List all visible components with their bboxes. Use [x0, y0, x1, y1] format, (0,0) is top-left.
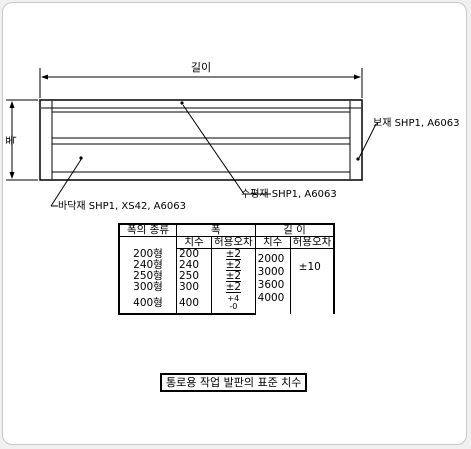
- header-length: 길 이: [254, 223, 336, 237]
- header-length-tolerance: 허용오차: [289, 236, 336, 249]
- row-type: 300형: [118, 282, 177, 293]
- header-width-tolerance: 허용오차: [211, 236, 256, 249]
- length-label: 길이: [191, 61, 211, 74]
- plank-body: [39, 99, 363, 181]
- header-type-spacer: [118, 236, 177, 249]
- length-value: 3000: [257, 266, 285, 278]
- header-width: 폭: [176, 223, 256, 237]
- table-row: 250형 250 ±2: [118, 271, 334, 282]
- length-value: 3600: [257, 279, 285, 291]
- table-row: 240형 240 ±2: [118, 260, 334, 271]
- table-row: 400형 400 +4 -0: [118, 293, 334, 315]
- header-width-dimension: 치수: [176, 236, 212, 249]
- row-width: 300: [176, 282, 212, 293]
- horizontal-member-dot: [180, 101, 184, 105]
- floor-material-label: 바닥재 SHP1, XS42, A6063: [58, 200, 186, 212]
- length-dimension: [39, 68, 363, 98]
- floor-member-dot: [79, 156, 83, 160]
- width-dimension: [6, 99, 38, 181]
- table-row: 200형 200 ±2 2000 3000 3600 4000 ±10: [118, 248, 336, 314]
- row-tolerance: ±2: [211, 260, 256, 271]
- row-width: 200: [176, 248, 212, 260]
- row-width: 250: [176, 271, 212, 282]
- standard-dimension-table: 폭의 종류 폭 길 이 치수 허용오차 치수 허용오차 200형 200 ±2 …: [118, 223, 336, 315]
- row-tolerance: +4 -0: [211, 293, 256, 315]
- leader-lines: [50, 104, 378, 207]
- figure-caption: 통로용 작업 발판의 표준 치수: [160, 373, 308, 392]
- tolerance-minus: -0: [229, 302, 238, 311]
- row-width: 240: [176, 260, 212, 271]
- tolerance-plus: +4: [227, 294, 240, 303]
- frame-material-label: 보재 SHP1, A6063: [373, 117, 460, 129]
- length-value: 4000: [257, 292, 285, 304]
- horizontal-material-label: 수평재 SHP1, A6063: [241, 188, 337, 200]
- row-width: 400: [176, 293, 212, 315]
- frame-member-dot: [356, 157, 360, 161]
- row-type: 400형: [118, 293, 177, 315]
- width-label: 폭: [5, 135, 18, 145]
- header-length-dimension: 치수: [254, 236, 291, 249]
- row-tolerance: ±2: [211, 271, 256, 282]
- length-tolerance: ±10: [289, 248, 336, 314]
- row-tolerance: ±2: [211, 282, 256, 293]
- length-values: 2000 3000 3600 4000: [254, 248, 291, 314]
- header-type: 폭의 종류: [118, 223, 177, 237]
- table-row: 300형 300 ±2: [118, 282, 334, 293]
- length-value: 2000: [257, 253, 285, 265]
